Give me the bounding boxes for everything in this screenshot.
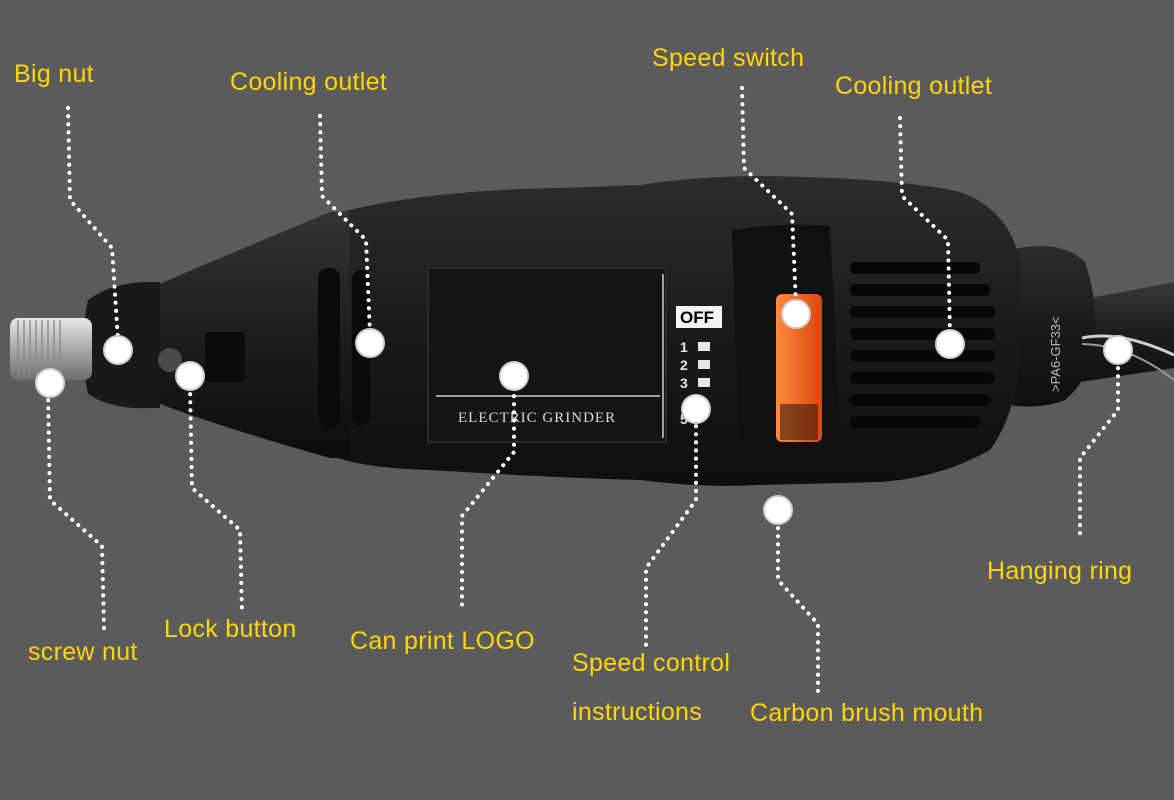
- speed-mark-3: [698, 378, 710, 387]
- speed-level-2: 2: [680, 357, 688, 373]
- circle-marker-icon: [1103, 335, 1133, 365]
- rear-cooling-vents: [850, 262, 995, 428]
- front-cooling-slot: [318, 268, 340, 428]
- circle-marker-icon: [355, 328, 385, 358]
- lock-button: [158, 348, 182, 372]
- label-carbon-brush-mouth: Carbon brush mouth: [750, 699, 984, 727]
- leader-carbon-brush: [776, 518, 820, 698]
- leader-speed-switch: [740, 86, 798, 306]
- label-screw-nut: screw nut: [28, 638, 138, 666]
- power-cord: [1080, 282, 1174, 382]
- off-indicator-text: OFF: [680, 308, 714, 327]
- label-big-nut: Big nut: [14, 60, 94, 88]
- leader-big-nut: [66, 106, 120, 342]
- leader-cooling-outlet-left: [318, 114, 372, 336]
- label-lock-button: Lock button: [164, 615, 297, 643]
- off-indicator: [676, 306, 722, 328]
- label-speed-control-line2: instructions: [572, 698, 703, 726]
- knurling: [17, 320, 61, 378]
- speed-level-5: 5: [680, 411, 688, 427]
- label-can-print-logo: Can print LOGO: [350, 627, 535, 655]
- leader-hanging-ring: [1078, 358, 1120, 542]
- circle-marker-icon: [763, 495, 793, 525]
- nose-housing: [150, 212, 350, 458]
- speed-level-1: 1: [680, 339, 688, 355]
- circle-marker-icon: [175, 361, 205, 391]
- brand-text: ELECTRIC GRINDER: [458, 410, 616, 426]
- circle-marker-icon: [781, 299, 811, 329]
- speed-level-3: 3: [680, 375, 688, 391]
- speed-mark-2: [698, 360, 710, 369]
- circle-marker-icon: [681, 394, 711, 424]
- logo-panel: [427, 267, 667, 443]
- leader-can-print-logo: [460, 386, 516, 608]
- circle-marker-icon: [35, 368, 65, 398]
- leader-cooling-outlet-right: [898, 116, 952, 336]
- leader-speed-control: [644, 416, 698, 650]
- speed-switch-shadow: [780, 404, 818, 440]
- speed-mark-1: [698, 342, 710, 351]
- label-hanging-ring: Hanging ring: [987, 557, 1133, 585]
- leader-screw-nut: [46, 390, 106, 630]
- circle-marker-icon: [935, 329, 965, 359]
- model-code: >PA6-GF33<: [1048, 316, 1063, 392]
- label-cooling-outlet-left: Cooling outlet: [230, 68, 388, 96]
- lock-button-recess: [205, 332, 245, 382]
- label-cooling-outlet-right: Cooling outlet: [835, 72, 993, 100]
- label-speed-control-line1: Speed control: [572, 649, 731, 677]
- rear-cap: [1010, 246, 1096, 407]
- label-speed-switch: Speed switch: [652, 44, 805, 72]
- circle-marker-icon: [103, 335, 133, 365]
- circle-marker-icon: [499, 361, 529, 391]
